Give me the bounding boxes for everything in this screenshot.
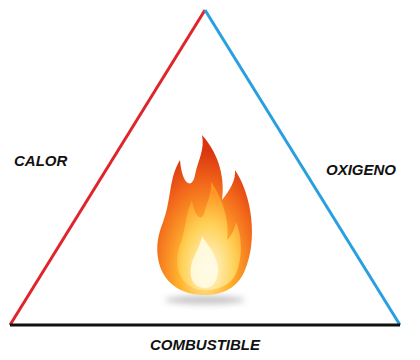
side-label: CALOR bbox=[14, 152, 67, 170]
flame-inner bbox=[177, 182, 241, 290]
side-label: OXIGENO bbox=[326, 161, 396, 179]
fuel-side bbox=[10, 324, 400, 327]
side-label: COMBUSTIBLE bbox=[150, 336, 260, 354]
flame-core bbox=[191, 236, 218, 288]
flame-outer bbox=[157, 135, 252, 295]
flame-shadow bbox=[165, 296, 245, 304]
